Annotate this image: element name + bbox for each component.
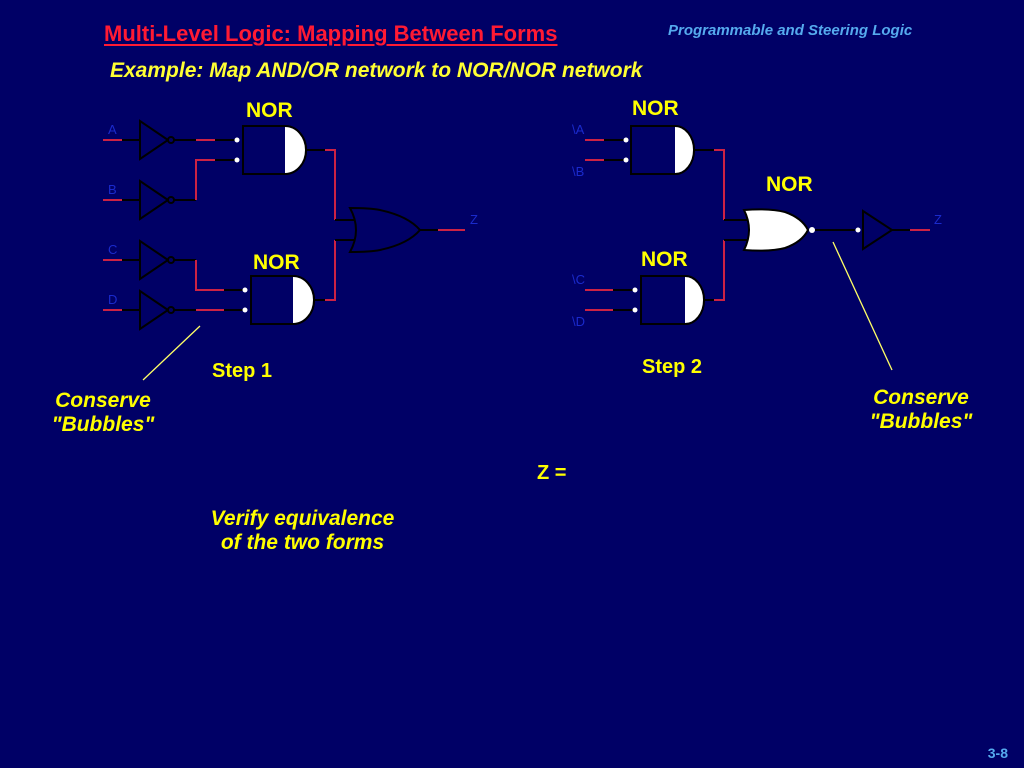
step2-input-a: \A	[572, 122, 585, 137]
step1-input-black-wires	[122, 139, 140, 311]
verify-line1: Verify equivalence	[210, 507, 395, 530]
step1-input-a: A	[108, 122, 117, 137]
step2-nor-gate-bottom	[632, 275, 705, 325]
step1-nor-gate-top	[234, 125, 307, 175]
step1-callout-line	[142, 325, 201, 381]
page-number: 3-8	[987, 745, 1008, 761]
inverter-d	[139, 289, 175, 331]
step1-circuit	[103, 119, 465, 331]
course-title: Programmable and Steering Logic	[668, 22, 913, 39]
step2-circuit	[585, 125, 930, 325]
equation-label: Z =	[537, 462, 567, 484]
step1-or-gate	[348, 206, 422, 254]
inverter-c	[139, 239, 175, 281]
step1-input-wires	[103, 139, 122, 311]
inverter-a	[139, 119, 175, 161]
step2-nor-gate-output	[742, 208, 815, 252]
step2-callout-line	[832, 241, 893, 371]
verify-note: Verify equivalence of the two forms	[180, 507, 425, 555]
step2-note-line1: Conserve	[873, 386, 969, 409]
slide-subtitle: Example: Map AND/OR network to NOR/NOR n…	[110, 59, 643, 82]
step2-label: Step 2	[642, 356, 703, 378]
step2-input-c: \C	[572, 272, 585, 287]
step1-output-z: Z	[470, 212, 478, 227]
step1-note-line1: Conserve	[55, 389, 151, 412]
step2-gate-label-output: NOR	[766, 173, 813, 196]
step1-input-c: C	[108, 242, 118, 257]
step2-note: Conserve "Bubbles"	[856, 386, 986, 434]
step2-input-d: \D	[572, 314, 585, 329]
step1-note: Conserve "Bubbles"	[38, 389, 168, 437]
step2-output-buffer	[855, 209, 894, 251]
step1-note-line2: "Bubbles"	[51, 413, 155, 436]
step1-gate-label-top: NOR	[246, 99, 293, 122]
slide-title: Multi-Level Logic: Mapping Between Forms	[104, 21, 558, 46]
step2-note-line2: "Bubbles"	[869, 410, 973, 433]
step1-gate-label-bottom: NOR	[253, 251, 300, 274]
step2-input-b: \B	[572, 164, 585, 179]
step2-output-z: Z	[934, 212, 942, 227]
step1-label: Step 1	[212, 360, 273, 382]
step1-nor-gate-bottom	[242, 275, 315, 325]
step2-nor-gate-top	[623, 125, 695, 175]
step1-input-d: D	[108, 292, 118, 307]
step1-input-b: B	[108, 182, 117, 197]
verify-line2: of the two forms	[220, 531, 385, 554]
inverter-b	[139, 179, 175, 221]
step2-gate-label-top: NOR	[632, 97, 679, 120]
step2-gate-label-bottom: NOR	[641, 248, 688, 271]
